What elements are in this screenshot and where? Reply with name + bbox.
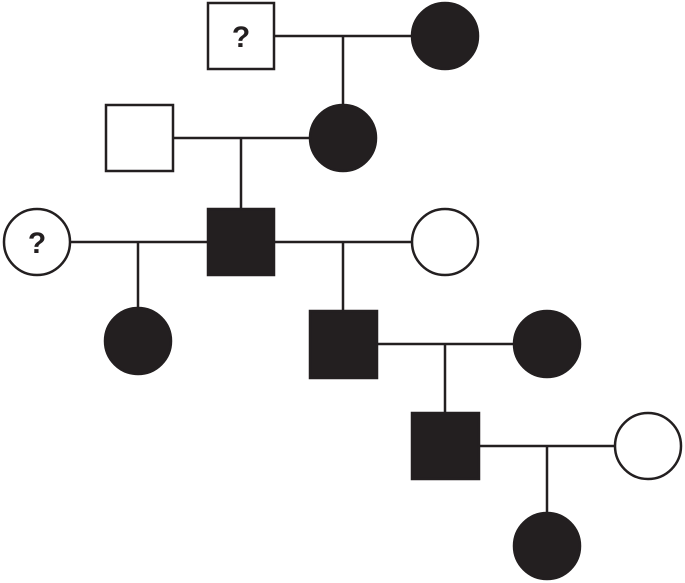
- generation-3: ?: [2, 207, 480, 277]
- g4-female-spouse-circle: [512, 309, 582, 379]
- generation-5: [410, 411, 683, 481]
- g3-female-left-question-mark: ?: [28, 227, 46, 260]
- g2-male-square: [104, 103, 175, 173]
- g1-male-question-mark: ?: [232, 21, 250, 54]
- g4-female-circle: [103, 306, 173, 376]
- generation-4: [103, 306, 582, 380]
- g2-female-circle: [308, 103, 378, 173]
- generation-1: ?: [206, 1, 480, 71]
- g1-female-circle: [410, 1, 480, 71]
- pedigree-lines: [70, 34, 616, 513]
- g5-male-square: [410, 411, 481, 481]
- g3-female-right-circle: [410, 207, 480, 277]
- g4-male-square: [308, 309, 379, 380]
- g6-female-circle: [512, 511, 582, 581]
- g5-female-spouse-circle: [613, 411, 683, 481]
- generation-6: [512, 511, 582, 581]
- g3-male-square: [206, 207, 276, 277]
- g1-male-square: [206, 1, 276, 71]
- g3-female-left-circle: [2, 207, 72, 277]
- generation-2: [104, 103, 378, 173]
